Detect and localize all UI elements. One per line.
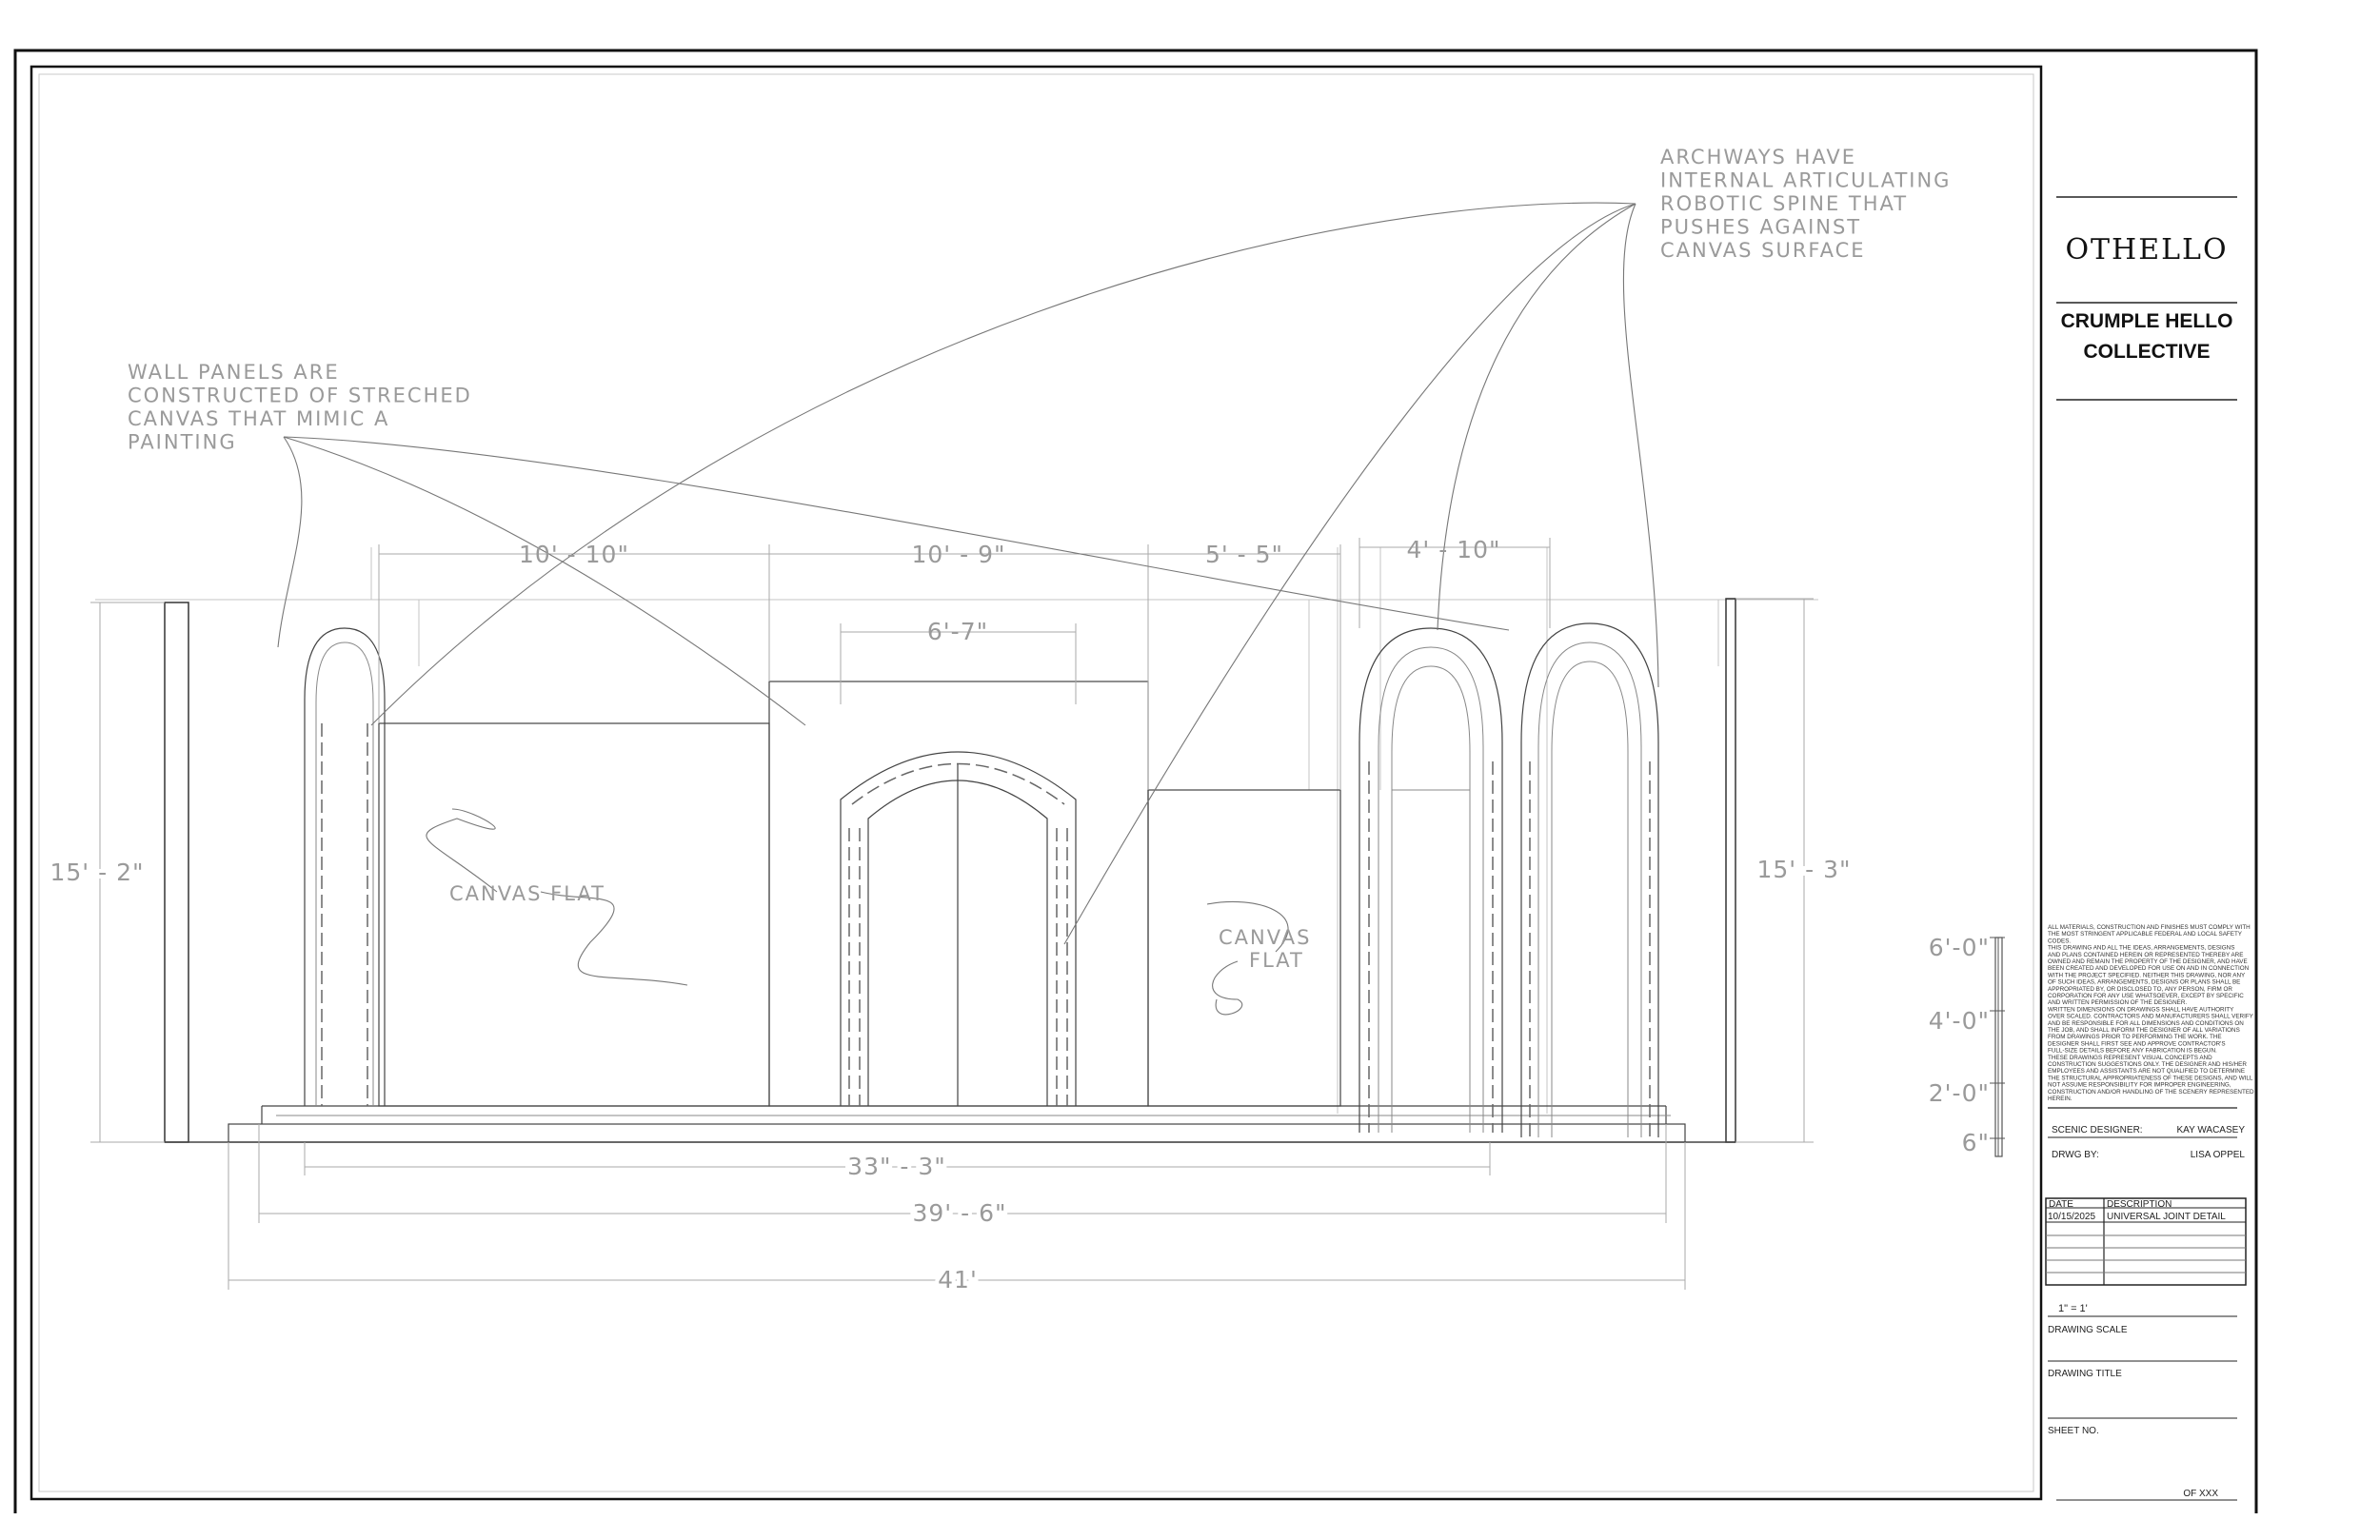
note-wall-panels-line: WALL PANELS ARE [128,361,340,384]
revision-header-date: DATE [2049,1199,2073,1210]
dim-top-1: 10' - 10" [519,541,629,568]
legal-notes-line: BEEN CREATED AND DEVELOPED FOR USE ON AN… [2048,965,2250,972]
right-arch-1 [1359,627,1503,1133]
legal-notes-line: OVER SCALED. CONTRACTORS AND MANUFACTURE… [2048,1014,2254,1020]
legal-notes: ALL MATERIALS, CONSTRUCTION AND FINISHES… [2048,924,2254,1102]
note-archways-line: PUSHES AGAINST [1660,216,1861,239]
legal-notes-line: THIS DRAWING AND ALL THE IDEAS, ARRANGEM… [2048,945,2234,952]
scale-bar: 6'-0" 4'-0" 2'-0" 6" [1929,934,2005,1157]
right-arch-2 [1520,622,1659,1137]
construction-lines [95,547,1818,1114]
scenic-designer-label: SCENIC DESIGNER: [2052,1125,2143,1135]
dim-top-2: 10' - 9" [911,541,1005,568]
legal-notes-line: AND BE RESPONSIBLE FOR ALL DIMENSIONS AN… [2048,1020,2244,1027]
scenic-designer-name: KAY WACASEY [2176,1125,2245,1135]
note-wall-panels-line: CANVAS THAT MIMIC A [128,407,389,430]
legal-notes-line: APPROPRIATED BY, OR DISCLOSED TO, ANY PE… [2048,986,2232,993]
revision-table: DATE DESCRIPTION 10/15/2025 UNIVERSAL JO… [2045,1197,2247,1286]
note-archways-line: CANVAS SURFACE [1660,239,1866,262]
legal-notes-line: WRITTEN DIMENSIONS ON DRAWINGS SHALL HAV… [2048,1006,2234,1013]
sheet-of: OF XXX [2183,1489,2218,1499]
scale-value: 1" = 1' [2058,1303,2088,1314]
legal-notes-line: OWNED AND REMAIN THE PROPERTY OF THE DES… [2048,958,2248,965]
legal-notes-line: THE MOST STRINGENT APPLICABLE FEDERAL AN… [2048,931,2243,938]
note-archways-line: ARCHWAYS HAVE [1660,146,1856,168]
canvas-flat-left-label: CANVAS FLAT [449,882,605,905]
title-block: OTHELLO CRUMPLE HELLO COLLECTIVE ALL MAT… [2045,196,2254,1501]
dim-left-height: 15' - 2" [50,859,144,886]
sheet-no-label: SHEET NO. [2048,1426,2099,1436]
dim-door-width: 6'-7" [927,618,988,645]
scale-bar-label-3: 2'-0" [1929,1079,1990,1107]
drawn-by-name: LISA OPPEL [2191,1150,2246,1160]
show-title: OTHELLO [2065,233,2228,267]
legal-notes-line: CORPORATION FOR ANY USE WHATSOEVER, EXCE… [2048,993,2244,999]
legal-notes-line: WITH THE PROJECT SPECIFIED. NEITHER THIS… [2048,972,2246,978]
legal-notes-line: NOT ASSUME RESPONSIBILITY FOR IMPROPER E… [2048,1082,2231,1089]
stage-base [165,1105,1735,1143]
center-door-arch [840,751,1077,1106]
company-name-line-2: COLLECTIVE [2083,341,2210,363]
canvas-flat-right-label-2: FLAT [1249,949,1304,972]
legal-notes-line: ALL MATERIALS, CONSTRUCTION AND FINISHES… [2048,924,2251,931]
note-wall-panels-line: PAINTING [128,431,237,454]
legal-notes-line: THESE DRAWINGS REPRESENT VISUAL CONCEPTS… [2048,1055,2212,1061]
drawing-scale-label: DRAWING SCALE [2048,1325,2128,1335]
company-name-line-1: CRUMPLE HELLO [2061,310,2233,332]
drawing-title-label: DRAWING TITLE [2048,1369,2122,1379]
left-arch [304,627,386,1106]
dim-bottom-3: 41' [938,1266,978,1293]
right-pillar [1725,598,1736,1143]
legal-notes-line: THE JOB, AND SHALL INFORM THE DESIGNER O… [2048,1027,2240,1034]
scale-bar-label-4: 6" [1962,1129,1990,1156]
canvas-flat-right-label-1: CANVAS [1219,926,1311,949]
center-panel [768,681,1149,1107]
canvas-flat-left [378,722,770,1107]
legal-notes-line: CONSTRUCTION SUGGESTIONS ONLY. THE DESIG… [2048,1061,2247,1068]
canvas-flat-right [1147,789,1341,1107]
note-wall-panels-line: CONSTRUCTED OF STRECHED [128,385,472,407]
note-archways-line: ROBOTIC SPINE THAT [1660,192,1908,215]
legal-notes-line: AND PLANS CONTAINED HEREIN OR REPRESENTE… [2048,952,2243,958]
legal-notes-line: CONSTRUCTION AND/OR HANDLING OF THE SCEN… [2048,1089,2254,1096]
left-pillar [164,602,189,1143]
legal-notes-line: HEREIN. [2048,1096,2073,1102]
legal-notes-line: DESIGNER SHALL FIRST SEE AND APPROVE CON… [2048,1040,2226,1047]
legal-notes-line: THE STRUCTURAL APPROPRIATENESS OF THESE … [2048,1075,2253,1081]
dim-top-4: 4' - 10" [1406,536,1500,563]
drawn-by-label: DRWG BY: [2052,1150,2099,1160]
dimension-lines [90,538,1814,1290]
scale-bar-label-1: 6'-0" [1929,934,1990,961]
dim-bottom-1: 33" - 3" [847,1153,946,1180]
legal-notes-line: EMPLOYEES AND ASSISTANTS ARE NOT QUALIFI… [2048,1068,2245,1075]
dim-top-3: 5' - 5" [1205,541,1283,568]
dim-bottom-2: 39' - 6" [912,1199,1006,1227]
revision-description: UNIVERSAL JOINT DETAIL [2107,1212,2226,1222]
sheet-border [13,49,2258,1513]
legal-notes-line: CODES. [2048,938,2071,944]
legal-notes-line: FROM DRAWINGS PRIOR TO PERFORMING THE WO… [2048,1034,2222,1040]
dim-right-height: 15' - 3" [1756,856,1851,883]
note-archways-line: INTERNAL ARTICULATING [1660,169,1951,192]
revision-header-description: DESCRIPTION [2107,1199,2172,1210]
revision-date: 10/15/2025 [2048,1212,2095,1222]
legal-notes-line: OF SUCH IDEAS, ARRANGEMENTS, DESIGNS OR … [2048,979,2240,986]
legal-notes-line: FULL-SIZE DETAILS BEFORE ANY FABRICATION… [2048,1048,2217,1055]
legal-notes-line: AND WRITTEN PERMISSION OF THE DESIGNER. [2048,999,2187,1006]
scale-bar-label-2: 4'-0" [1929,1007,1990,1035]
leader-lines [277,202,1659,1016]
